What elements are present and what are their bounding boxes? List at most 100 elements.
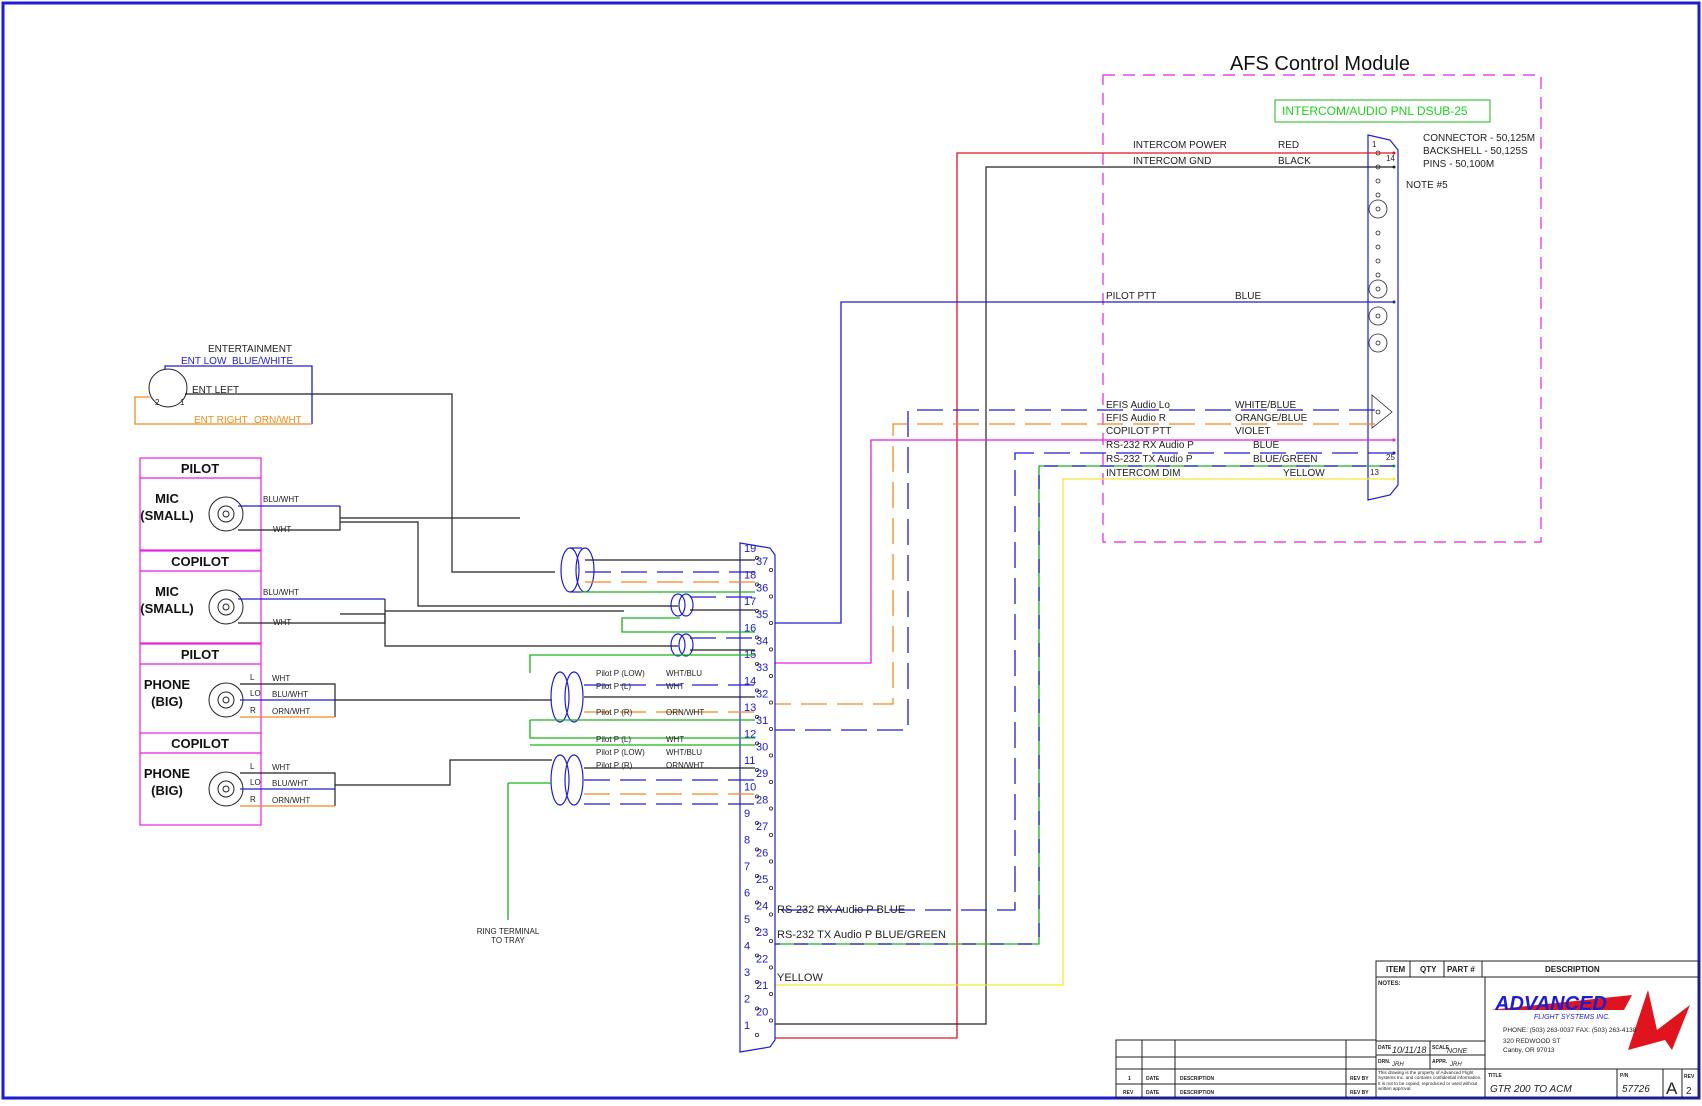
- tb-rev-value: 2: [1686, 1086, 1692, 1097]
- module-boundary: [1102, 74, 1542, 543]
- gtr-pin-5: 5: [744, 914, 750, 926]
- gtr-pin-36: 36: [756, 583, 768, 595]
- tb-date-value: 10/11/18: [1392, 1045, 1426, 1055]
- gtr-pin-6: 6: [744, 888, 750, 900]
- gtr-tx-label: RS-232 TX Audio P BLUE/GREEN: [777, 929, 946, 941]
- wire-ent-right: [134, 396, 312, 425]
- jack-term-r: R: [250, 706, 256, 715]
- jack-term-r: R: [250, 795, 256, 804]
- tb-prop-note: This drawing is the property of Advanced…: [1378, 1070, 1482, 1092]
- part-pins: PINS - 50,100M: [1423, 159, 1494, 170]
- gtr-pin-34: 34: [756, 636, 768, 648]
- shield-label-color: WHT: [666, 735, 684, 744]
- jack-role: COPILOT: [171, 554, 229, 569]
- wire-rs232-tx: [775, 465, 1394, 945]
- rev-row-1-by: REV BY: [1350, 1076, 1369, 1082]
- gtr-pin-35: 35: [756, 609, 768, 621]
- wire-rs232-tx-stripe: [775, 465, 1394, 945]
- signal-rs232-rx-color: BLUE: [1253, 440, 1279, 451]
- rev-head-desc: DESCRIPTION: [1180, 1090, 1215, 1096]
- ring-terminal-line1: RING TERMINAL: [477, 927, 540, 936]
- shield-group: [507, 547, 755, 920]
- jack-size: (BIG): [151, 694, 183, 709]
- rev-head-date: DATE: [1146, 1090, 1160, 1096]
- signal-efis-lo-color: WHITE/BLUE: [1235, 400, 1296, 411]
- gtr-pin-25: 25: [756, 874, 768, 886]
- signal-intercom-power: INTERCOM POWER: [1133, 140, 1227, 151]
- gtr-pin-33: 33: [756, 662, 768, 674]
- jack-wire-1: BLU/WHT: [263, 495, 299, 504]
- tb-item-header: ITEM: [1386, 965, 1405, 974]
- gtr-pin-3: 3: [744, 967, 750, 979]
- tb-title-label: TITLE: [1488, 1073, 1503, 1079]
- signal-rs232-tx: RS-232 TX Audio P: [1106, 454, 1193, 465]
- gtr-pin-12: 12: [744, 729, 756, 741]
- jack-connector-icon: [208, 496, 244, 532]
- gtr-pin-29: 29: [756, 768, 768, 780]
- gtr-pin-37: 37: [756, 556, 768, 568]
- signal-efis-lo: EFIS Audio Lo: [1106, 400, 1170, 411]
- signal-rs232-tx-color: BLUE/GREEN: [1253, 454, 1317, 465]
- signal-intercom-gnd-color: BLACK: [1278, 156, 1311, 167]
- headset-jacks: PILOTMIC(SMALL)BLU/WHTWHTCOPILOTMIC(SMAL…: [139, 457, 678, 826]
- jack-connector-icon: [208, 771, 244, 807]
- jack-size: (BIG): [151, 783, 183, 798]
- gtr-pin-17: 17: [744, 596, 756, 608]
- tb-date-label: DATE: [1378, 1045, 1392, 1051]
- gtr-pin-10: 10: [744, 782, 756, 794]
- tb-appr-value: JRH: [1449, 1062, 1462, 1068]
- wire-intercom-dim: [775, 478, 1394, 986]
- wire-copilot-phone: [335, 759, 552, 786]
- tb-pn-value: 57726: [1622, 1084, 1650, 1095]
- ent-jack-icon: [148, 368, 188, 408]
- module-note: NOTE #5: [1406, 180, 1448, 191]
- ent-right-color: ORN/WHT: [254, 415, 302, 426]
- jack-type: MIC: [155, 491, 179, 506]
- rev-row-1-desc: DESCRIPTION: [1180, 1076, 1215, 1082]
- jack-type: PHONE: [144, 677, 191, 692]
- connector-label: INTERCOM/AUDIO PNL DSUB-25: [1282, 104, 1468, 118]
- title-block: [1115, 960, 1700, 1099]
- module-pin-25: 25: [1386, 453, 1395, 462]
- shield-label-name: Pilot P (LOW): [596, 669, 645, 678]
- shield-label-color: WHT/BLU: [666, 748, 702, 757]
- gtr-pin-22: 22: [756, 954, 768, 966]
- wire-ent-low: [164, 365, 313, 424]
- connector-label-box: [1274, 99, 1491, 123]
- ent-pin-1: 1: [180, 398, 185, 407]
- signal-copilot-ptt-color: VIOLET: [1235, 426, 1271, 437]
- shield-label-name: Pilot P (L): [596, 735, 631, 744]
- ring-terminal-line2: TO TRAY: [491, 936, 525, 945]
- tb-drn-label: DRN.: [1378, 1059, 1391, 1065]
- wire-intercom-gnd: [775, 166, 1394, 1025]
- wire-harness: [775, 152, 1394, 1039]
- shield-label-color: WHT/BLU: [666, 669, 702, 678]
- ent-low: ENT LOW: [181, 356, 227, 367]
- tb-prop-note-wrap: This drawing is the property of Advanced…: [1378, 1070, 1482, 1092]
- rev-row-1-num: 1: [1128, 1076, 1131, 1082]
- signal-pilot-ptt: PILOT PTT: [1106, 291, 1156, 302]
- jack-role: PILOT: [181, 461, 219, 476]
- tb-phone: PHONE: (503) 263-0037 FAX: (503) 263-413…: [1503, 1027, 1637, 1034]
- shield-label-color: WHT: [666, 682, 684, 691]
- jack-wire-1: BLU/WHT: [263, 588, 299, 597]
- tb-scale-label: SCALE: [1432, 1045, 1450, 1051]
- ent-pin-2: 2: [155, 398, 160, 407]
- gtr-pin-32: 32: [756, 689, 768, 701]
- gtr-pin-9: 9: [744, 808, 750, 820]
- wire-pilot-ptt: [775, 301, 1394, 624]
- jack-term-l: L: [250, 673, 255, 682]
- tb-pn-label: P/N: [1620, 1073, 1629, 1079]
- tb-drn-value: JRH: [1391, 1062, 1404, 1068]
- jack-role: PILOT: [181, 647, 219, 662]
- rev-head-rev: REV: [1123, 1090, 1134, 1096]
- shield-labels: Pilot P (LOW) WHT/BLU Pilot P (L) WHT Pilot …: [596, 669, 704, 770]
- gtr-pin-11: 11: [744, 755, 755, 767]
- jack-wire-1: WHT: [272, 674, 290, 683]
- gtr-yellow-label: YELLOW: [777, 972, 823, 984]
- shield-label-name: Pilot P (R): [596, 708, 633, 717]
